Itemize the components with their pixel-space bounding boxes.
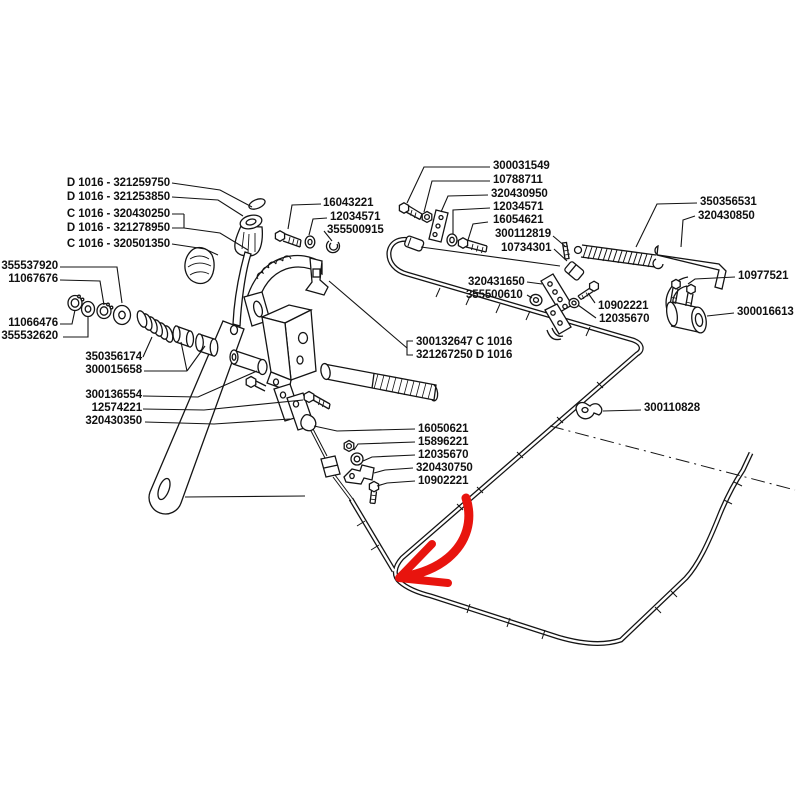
part-label: 350356531 bbox=[700, 196, 757, 208]
part-label: D 1016 - 321259750 bbox=[66, 177, 170, 189]
link-bar bbox=[654, 244, 727, 290]
gear-knob bbox=[234, 214, 264, 257]
part-label: D 1016 - 321253850 bbox=[66, 191, 170, 203]
part-label: 320430350 bbox=[85, 415, 142, 427]
washer bbox=[350, 452, 364, 466]
part-label: 12034571 bbox=[330, 211, 381, 223]
knob-cap bbox=[248, 198, 266, 210]
clip bbox=[325, 240, 341, 254]
part-label: 320431650 bbox=[468, 276, 525, 288]
leader-lines bbox=[59, 166, 736, 498]
part-label: 10902221 bbox=[418, 475, 469, 487]
throttle-cable bbox=[309, 235, 796, 646]
bolt bbox=[398, 202, 423, 221]
z-bracket bbox=[343, 464, 375, 485]
part-label: 300031549 bbox=[493, 160, 550, 172]
bolt bbox=[457, 237, 488, 254]
part-label: 10902221 bbox=[598, 300, 649, 312]
part-label: 355537920 bbox=[1, 260, 58, 272]
part-label: 355532620 bbox=[1, 330, 58, 342]
part-label: 11067676 bbox=[8, 273, 58, 285]
part-label: C 1016 - 320501350 bbox=[66, 238, 170, 250]
spring bbox=[136, 310, 174, 343]
rubber-boot bbox=[184, 246, 215, 285]
part-label: 355500915 bbox=[327, 224, 384, 236]
part-label: 16054621 bbox=[493, 214, 544, 226]
part-label: 10734301 bbox=[501, 242, 552, 254]
part-label: C 1016 - 320430250 bbox=[66, 208, 170, 220]
bolt bbox=[245, 375, 267, 392]
part-label: 12574221 bbox=[91, 402, 142, 414]
barrel-bushing bbox=[666, 301, 707, 334]
red-highlight-arrow-icon bbox=[395, 493, 474, 587]
nut bbox=[343, 439, 355, 453]
part-label: 11066476 bbox=[8, 317, 58, 329]
plate bbox=[428, 209, 449, 243]
part-label: 12035670 bbox=[599, 313, 650, 325]
part-label: 12034571 bbox=[493, 201, 544, 213]
circlip bbox=[96, 302, 114, 320]
part-label: 321267250 D 1016 bbox=[416, 349, 513, 361]
cable-end-cap bbox=[300, 413, 317, 432]
support-bracket bbox=[229, 304, 317, 392]
part-label: 355500610 bbox=[466, 289, 523, 301]
part-label: 10788711 bbox=[493, 174, 543, 186]
cable-adjuster bbox=[320, 455, 341, 478]
centerline bbox=[549, 425, 796, 491]
part-label: 300110828 bbox=[644, 402, 701, 414]
plate bbox=[544, 303, 572, 335]
part-label: 15896221 bbox=[418, 436, 469, 448]
washer bbox=[80, 300, 96, 318]
part-label: 300132647 C 1016 bbox=[416, 336, 513, 348]
part-label: 16050621 bbox=[418, 423, 469, 435]
hook-clip bbox=[575, 401, 603, 420]
part-label: 300136554 bbox=[85, 389, 142, 401]
tension-spring bbox=[573, 244, 664, 270]
bolt bbox=[303, 390, 331, 410]
nut bbox=[421, 210, 433, 224]
washer bbox=[529, 293, 543, 307]
part-label: 12035670 bbox=[418, 449, 469, 461]
washer bbox=[446, 233, 458, 247]
wire-clip bbox=[546, 327, 564, 341]
part-label: 300015658 bbox=[85, 364, 142, 376]
part-label: 350356174 bbox=[85, 351, 142, 363]
part-label: 320430950 bbox=[491, 188, 548, 200]
bolt bbox=[274, 230, 302, 248]
part-label: 300112819 bbox=[495, 228, 552, 240]
bushing bbox=[172, 325, 195, 348]
grip-rod bbox=[320, 362, 439, 402]
washer bbox=[568, 297, 580, 309]
cable-end-fitting bbox=[564, 261, 585, 281]
bolt bbox=[577, 280, 600, 301]
part-label: 320430750 bbox=[416, 462, 473, 474]
hand-lever bbox=[148, 251, 252, 515]
washer bbox=[304, 235, 316, 249]
bolt bbox=[368, 480, 380, 505]
cable-ferrule bbox=[404, 235, 425, 252]
parts-group bbox=[67, 198, 727, 515]
bushing bbox=[195, 333, 219, 357]
part-label: 300016613 bbox=[737, 306, 794, 318]
part-label: 320430850 bbox=[698, 210, 755, 222]
washer bbox=[112, 304, 132, 326]
part-label: D 1016 - 321278950 bbox=[66, 222, 170, 234]
part-label: 16043221 bbox=[323, 197, 374, 209]
part-label: 10977521 bbox=[738, 270, 789, 282]
